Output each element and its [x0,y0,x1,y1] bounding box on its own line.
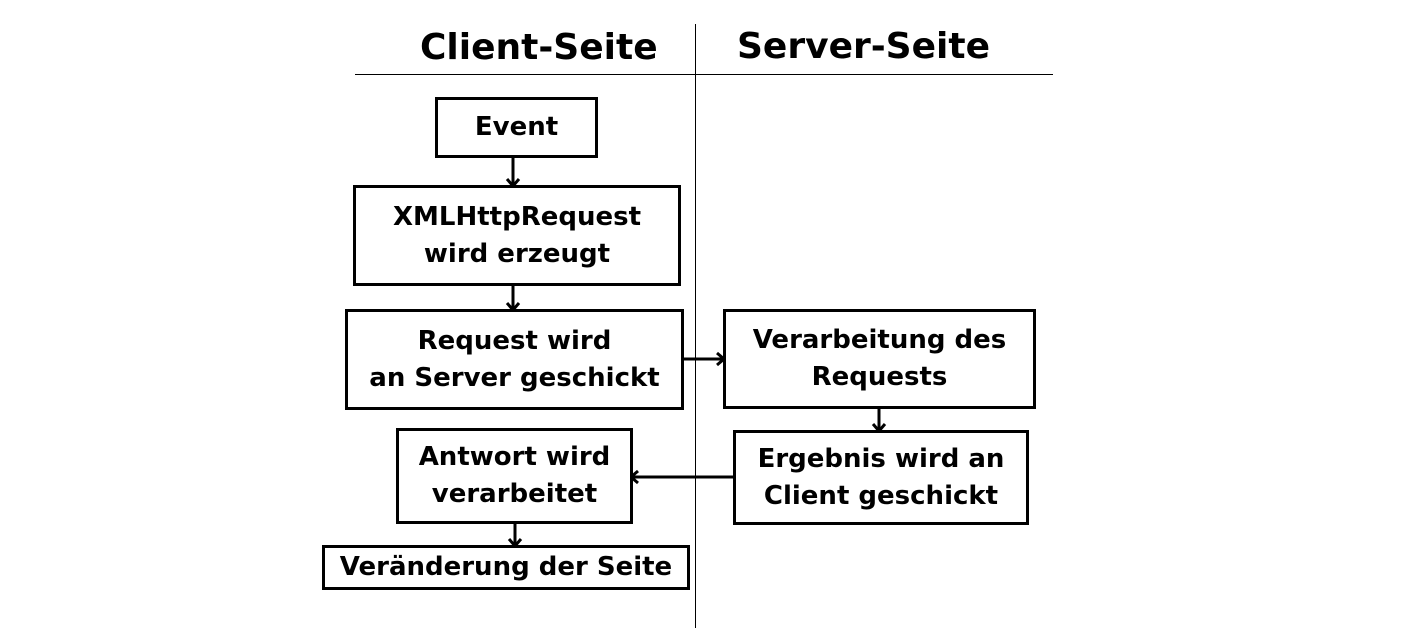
lane-divider [695,24,696,628]
response-label-line2: verarbeitet [431,479,598,509]
result-label-line2: Client geschickt [763,480,999,511]
result-sent-box: Ergebnis wird an Client geschickt [733,430,1029,525]
header-divider [355,74,1053,75]
processing-label-line1: Verarbeitung des [752,325,1007,356]
server-side-header: Server-Seite [737,26,990,67]
processing-label-line2: Requests [811,362,948,392]
client-side-header: Client-Seite [420,27,658,68]
request-label-line1: Request wird [417,325,612,356]
request-label-line2: an Server geschickt [369,362,660,393]
xhr-label-line1: XMLHttpRequest [392,201,642,232]
event-box: Event [435,97,598,158]
request-processing-box: Verarbeitung des Requests [723,309,1036,409]
page-change-box: Veränderung der Seite [322,545,690,590]
xhr-label-line2: wird erzeugt [423,238,611,269]
result-label-line1: Ergebnis wird an [757,443,1005,474]
event-label: Event [474,112,559,143]
response-processed-box: Antwort wird verarbeitet [396,428,633,524]
change-label: Veränderung der Seite [339,552,673,583]
request-sent-box: Request wird an Server geschickt [345,309,684,410]
response-label-line1: Antwort wird [418,442,611,473]
xhr-created-box: XMLHttpRequest wird erzeugt [353,185,681,286]
